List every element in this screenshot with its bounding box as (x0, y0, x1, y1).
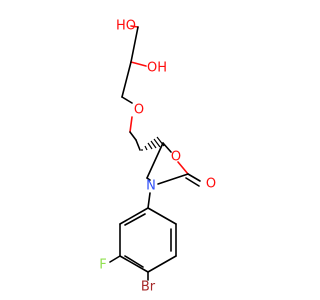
bond-c1-c2 (130, 26, 139, 63)
bond-n-aryl (147, 192, 151, 209)
molecule-structure: HO OH O O O N F Br (99, 19, 216, 295)
bond-c4-c5 (129, 131, 137, 141)
bond-o-c4 (129, 116, 133, 133)
bond-c4ring-n (146, 177, 151, 181)
bond-c2-c3 (121, 61, 132, 98)
ring-inner-3 (124, 213, 146, 226)
bond-c5-o1 (162, 142, 172, 153)
bond-c4-c5-b (135, 139, 141, 151)
ring-bond-1 (147, 207, 177, 225)
bond-c5-c4ring (146, 142, 164, 179)
ring-bond-6 (119, 207, 149, 225)
bond-c2-oh (130, 61, 147, 67)
ether-oxygen-label: O (134, 103, 144, 118)
carbonyl-bond-a (187, 173, 201, 182)
ring-nitrogen-label: N (146, 179, 156, 194)
carbonyl-oxygen-label: O (206, 177, 216, 192)
bond-ho-c1 (130, 25, 139, 28)
bond-c3-o (121, 96, 133, 104)
fluorine-label: F (99, 258, 106, 273)
ring-bond-3 (147, 255, 177, 273)
bromine-label: Br (141, 280, 156, 295)
bond-o1-c2 (177, 161, 189, 175)
carbonyl-bond-b (185, 177, 200, 187)
ring-oxygen-label: O (171, 150, 181, 165)
ring-inner-2 (124, 255, 144, 268)
hydroxyl-mid-label: OH (147, 61, 167, 76)
hydroxyl-top-label: HO (116, 19, 136, 34)
bond-c-f (109, 255, 121, 263)
bond-c2ring-n (157, 173, 189, 185)
ring-bond-4 (119, 255, 149, 273)
